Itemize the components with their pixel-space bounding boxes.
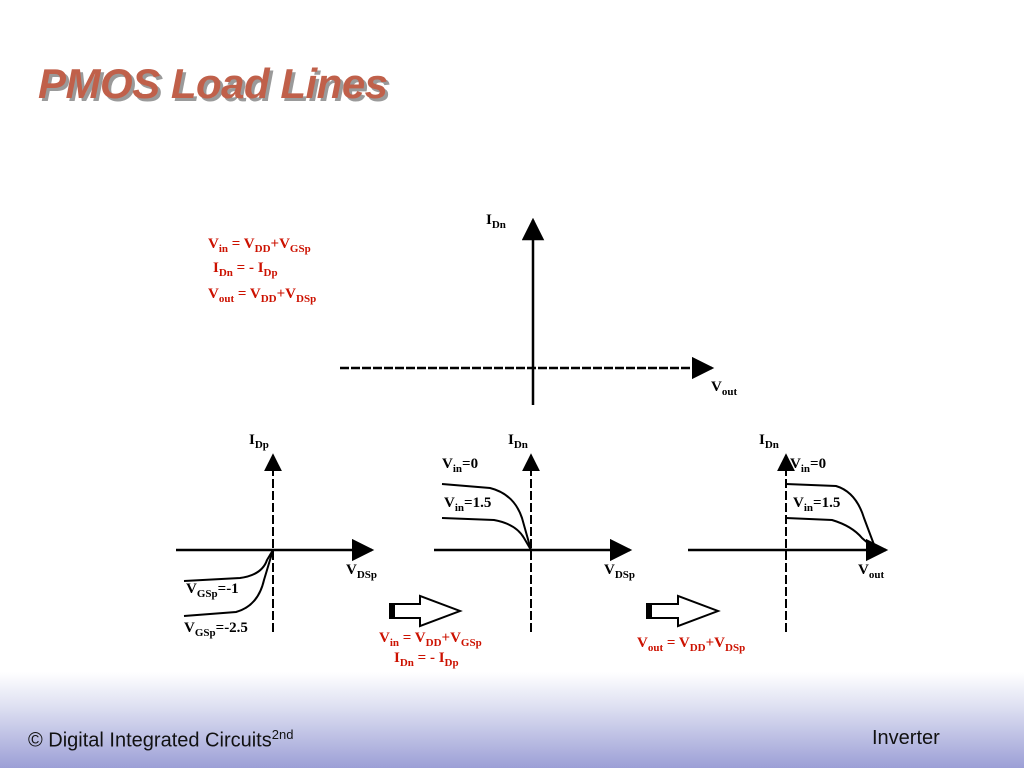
eq-top-idn: IDn = - IDp (213, 260, 278, 279)
footer-chapter: Inverter (872, 727, 940, 749)
eq-top-vin: Vin = VDD+VGSp (208, 236, 311, 255)
right-plot-y-label: IDn (759, 432, 779, 451)
transform1-idn: IDn = - IDp (394, 650, 459, 669)
eq-top-vout: Vout = VDD+VDSp (208, 286, 317, 305)
right-plot-curve-vin-1-5 (785, 517, 877, 551)
right-plot-curve2-label: Vin=1.5 (793, 495, 841, 514)
left-plot-curve-vgsp-1 (183, 549, 274, 582)
top-plot-axes (340, 217, 715, 405)
transform-arrow-1 (389, 594, 463, 628)
middle-plot-curve2-label: Vin=1.5 (444, 495, 492, 514)
transform1-vin: Vin = VDD+VGSp (379, 630, 482, 649)
transform-arrow-2 (646, 594, 721, 628)
top-plot-y-label: IDn (486, 212, 506, 231)
middle-plot-x-label: VDSp (604, 562, 636, 581)
left-plot (176, 453, 375, 632)
left-plot-curve1-label: VGSp=-1 (186, 581, 239, 600)
transform2-vout: Vout = VDD+VDSp (637, 635, 746, 654)
middle-plot-curve-vin-1-5 (441, 517, 532, 551)
footer-course-title: © Digital Integrated Circuits2nd (28, 727, 294, 752)
left-plot-y-label: IDp (249, 432, 269, 451)
top-plot-x-label: Vout (711, 379, 738, 398)
slide-footer: © Digital Integrated Circuits2nd Inverte… (0, 672, 1024, 768)
right-plot-x-label: Vout (858, 562, 885, 581)
left-plot-x-label: VDSp (346, 562, 378, 581)
middle-plot-curve-vin-0 (441, 483, 532, 551)
middle-plot-curve1-label: Vin=0 (442, 456, 479, 475)
right-plot-curve1-label: Vin=0 (790, 456, 827, 475)
middle-plot-y-label: IDn (508, 432, 528, 451)
slide-title: PMOS Load Lines (38, 60, 388, 107)
middle-plot (434, 453, 633, 632)
left-plot-curve-vgsp-2-5 (183, 549, 274, 617)
left-plot-curve2-label: VGSp=-2.5 (184, 620, 248, 639)
right-plot (688, 453, 889, 632)
right-plot-curve-vin-0 (785, 483, 877, 551)
